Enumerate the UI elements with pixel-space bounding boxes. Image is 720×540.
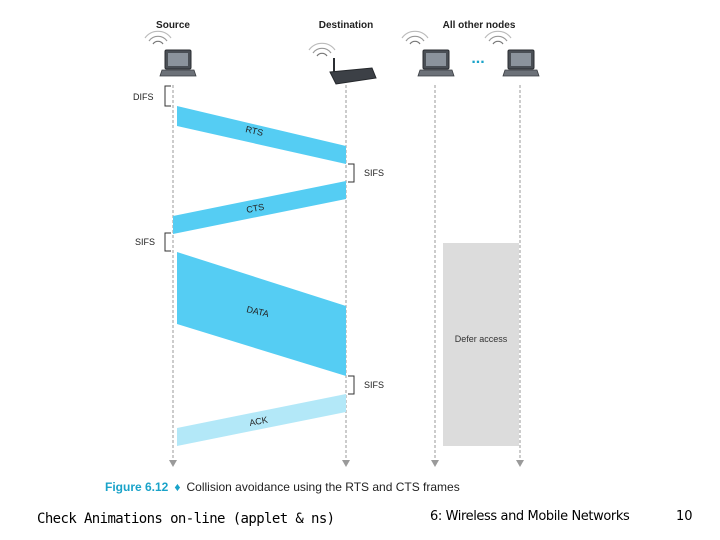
sifs-label: SIFS	[135, 237, 155, 247]
defer-access-label: Defer access	[455, 334, 508, 344]
sifs-label: SIFS	[364, 380, 384, 390]
figure-number: Figure 6.12	[105, 480, 169, 494]
difs-bracket	[164, 85, 171, 107]
more-nodes-ellipsis: ...	[471, 50, 484, 67]
difs-label: DIFS	[133, 92, 154, 102]
other-node-laptop-icon	[484, 30, 540, 77]
destination-access-point-icon	[308, 42, 377, 85]
sifs-bracket	[348, 375, 355, 395]
sifs-bracket	[164, 232, 171, 252]
caption-bullet-icon: ♦	[174, 480, 180, 494]
figure-caption: Figure 6.12 ♦ Collision avoidance using th…	[105, 480, 460, 494]
rts-frame	[177, 106, 346, 164]
rts-label: RTS	[245, 124, 265, 138]
source-title: Source	[156, 20, 190, 31]
source-laptop-icon	[144, 30, 197, 77]
animations-note: Check Animations on-line (applet & ns)	[37, 511, 335, 527]
cts-label: CTS	[245, 202, 265, 215]
page-number: 10	[676, 509, 693, 524]
defer-access-region	[443, 243, 519, 446]
cts-frame	[173, 181, 346, 234]
ack-frame	[177, 394, 346, 446]
rts-cts-timing-diagram: Source Destination All other nodes ... D…	[105, 20, 540, 494]
data-frame	[177, 252, 346, 376]
all-other-nodes-title: All other nodes	[443, 20, 516, 31]
chapter-title: 6: Wireless and Mobile Networks	[430, 509, 630, 524]
data-label: DATA	[246, 304, 270, 319]
other-node-laptop-icon	[401, 30, 455, 77]
timeline-arrowheads	[169, 460, 524, 467]
sifs-bracket	[348, 163, 355, 183]
ack-label: ACK	[248, 415, 268, 428]
sifs-label: SIFS	[364, 168, 384, 178]
caption-text: Collision avoidance using the RTS and CT…	[186, 480, 459, 494]
destination-title: Destination	[319, 20, 373, 31]
